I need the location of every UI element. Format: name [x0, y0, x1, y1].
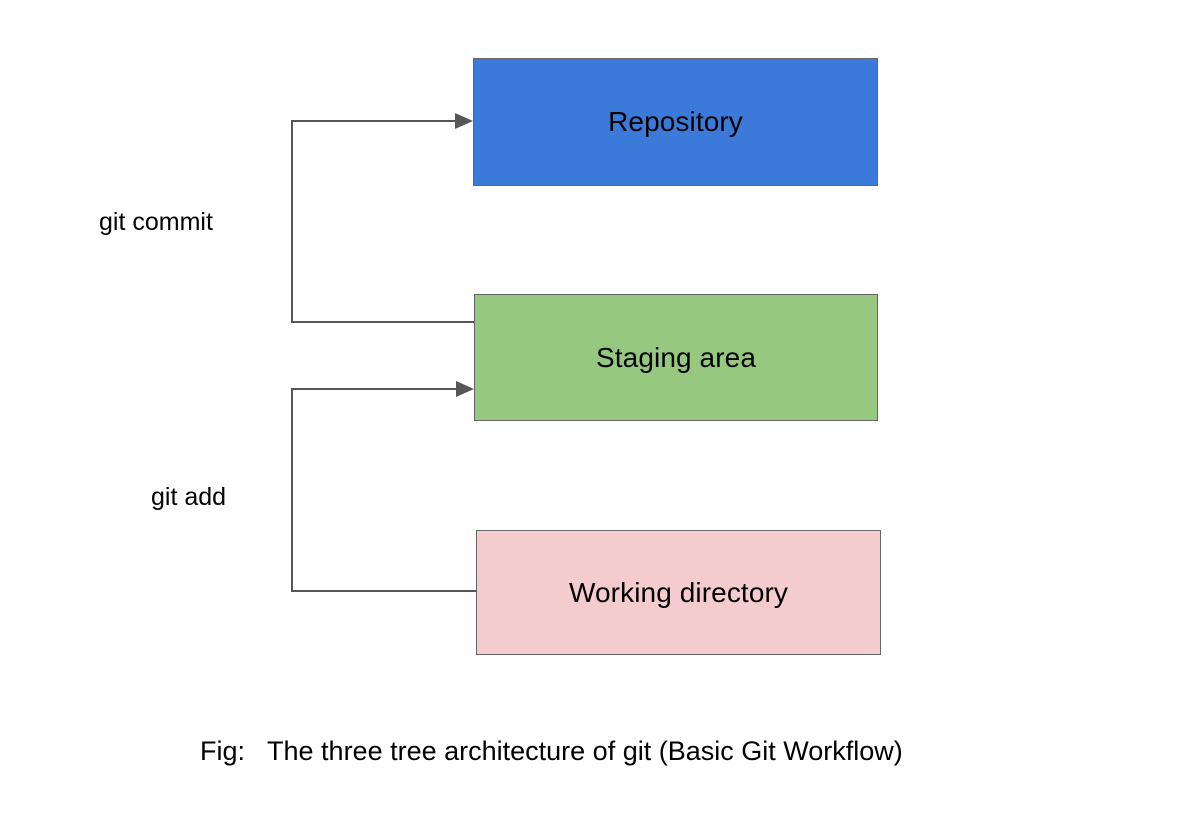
node-staging-area-label: Staging area	[596, 341, 756, 373]
edge-label-git-add: git add	[151, 483, 227, 511]
figure-caption: Fig: The three tree architecture of git …	[200, 736, 903, 766]
node-staging-area[interactable]: Staging area	[474, 294, 878, 421]
edge-git-add-arrowhead	[456, 381, 474, 397]
edge-label-git-commit: git commit	[99, 208, 213, 236]
edge-git-commit-path	[291, 120, 474, 323]
node-repository-label: Repository	[608, 106, 743, 137]
node-working-directory[interactable]: Working directory	[476, 530, 881, 655]
node-repository[interactable]: Repository	[473, 58, 878, 186]
edge-git-add-path	[291, 388, 476, 592]
edge-git-add	[291, 381, 476, 592]
edge-git-commit	[291, 113, 474, 323]
edge-git-commit-arrowhead	[455, 113, 473, 129]
node-working-directory-label: Working directory	[568, 576, 789, 608]
